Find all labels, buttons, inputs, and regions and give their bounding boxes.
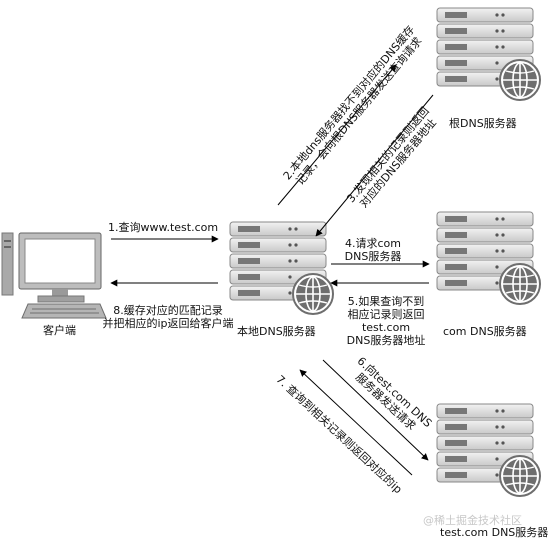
step8-line1: 8.缓存对应的匹配记录	[113, 304, 223, 317]
step8-line2: 并把相应的ip返回给客户端	[102, 317, 234, 330]
com-dns-label: com DNS服务器	[443, 325, 527, 338]
step4-label: 4.请求com DNS服务器	[333, 237, 413, 263]
step8-label: 8.缓存对应的匹配记录 并把相应的ip返回给客户端	[93, 304, 243, 330]
root-dns-server-icon	[436, 7, 541, 101]
step5-line2: 相应记录则返回	[347, 308, 425, 321]
step5-line4: DNS服务器地址	[346, 334, 426, 347]
arrow-step6	[322, 359, 429, 461]
local-dns-label: 本地DNS服务器	[237, 325, 316, 338]
watermark: @稀土掘金技术社区	[423, 514, 522, 527]
client-label: 客户端	[43, 324, 76, 337]
step5-line3: test.com	[361, 321, 411, 334]
com-dns-server-icon	[436, 211, 541, 305]
arrow-step7	[299, 369, 413, 476]
step4-line2: DNS服务器	[344, 250, 402, 263]
test-dns-server-icon	[436, 403, 541, 497]
root-dns-label: 根DNS服务器	[449, 117, 517, 130]
step1-label: 1.查询www.test.com	[108, 221, 219, 234]
local-dns-server-icon	[229, 221, 334, 315]
arrow-step2	[277, 64, 397, 206]
step4-line1: 4.请求com	[345, 237, 401, 250]
step5-label: 5.如果查询不到 相应记录则返回 test.com DNS服务器地址	[331, 295, 441, 347]
test-dns-label: test.com DNS服务器	[440, 526, 549, 539]
step5-line1: 5.如果查询不到	[347, 295, 425, 308]
arrow-step3	[315, 94, 434, 237]
client-computer-icon	[1, 232, 107, 319]
